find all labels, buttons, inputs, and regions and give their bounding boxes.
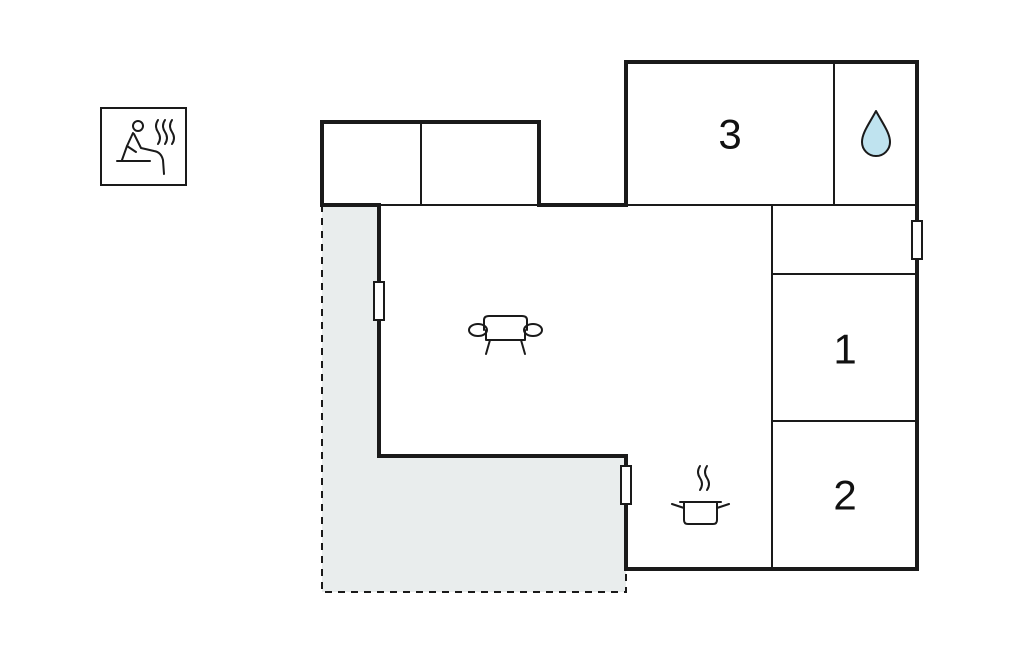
interior-walls [322, 62, 917, 569]
water-drop-icon [861, 110, 891, 157]
window-left [373, 281, 385, 321]
window-kitchen [620, 465, 632, 505]
sofa-icon [468, 315, 543, 355]
room-label-1: 1 [833, 326, 856, 373]
terrace-outline [321, 205, 627, 593]
outer-wall [320, 60, 919, 571]
terrace-area [322, 205, 626, 592]
window-right [911, 220, 923, 260]
room-label-3: 3 [718, 111, 741, 158]
sauna-icon [100, 107, 187, 186]
cooking-pot-icon [671, 465, 730, 525]
room-label-2: 2 [833, 472, 856, 519]
